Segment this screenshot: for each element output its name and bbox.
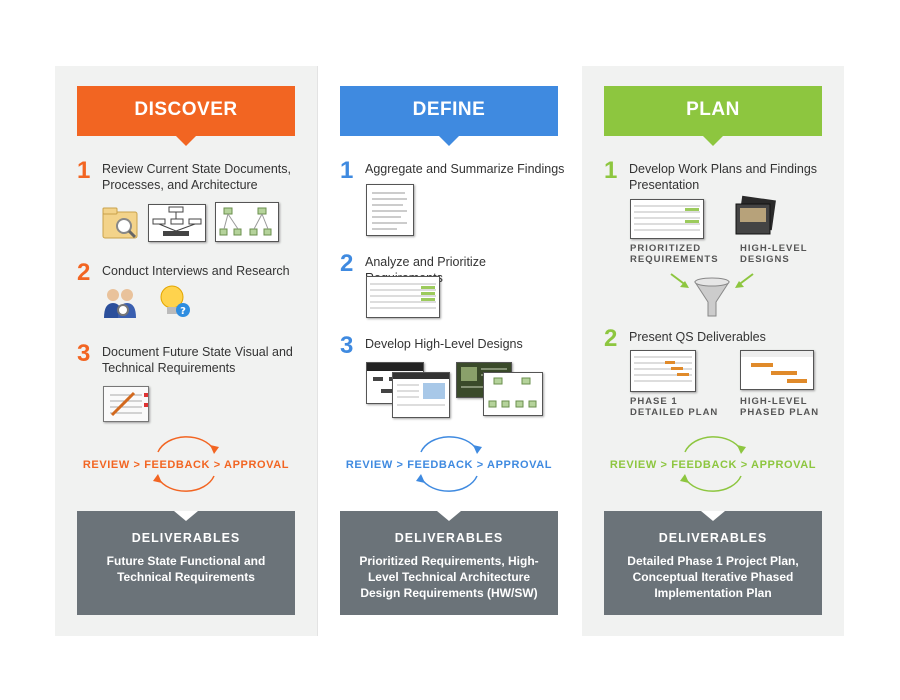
- discover-column: DISCOVER 1 Review Current State Document…: [55, 66, 317, 636]
- discover-banner: DISCOVER: [77, 86, 295, 146]
- prioritized-requirements-thumbnail: [630, 199, 704, 239]
- step-text: Document Future State Visual and Technic…: [102, 345, 293, 375]
- folder-search-icon: [102, 206, 140, 240]
- step-text: Conduct Interviews and Research: [102, 264, 290, 278]
- phased-plan-thumbnail: [740, 350, 814, 390]
- define-feedback-cycle: REVIEW > FEEDBACK > APPROVAL: [318, 428, 580, 500]
- cycle-label: REVIEW > FEEDBACK > APPROVAL: [82, 459, 290, 471]
- step-number: 2: [340, 250, 354, 277]
- step-number: 3: [340, 332, 354, 359]
- design-architecture-thumbnail: [483, 372, 543, 416]
- cycle-arrows-icon: [153, 436, 219, 492]
- findings-document-thumbnail: [366, 184, 414, 236]
- high-level-designs-icon: [734, 194, 778, 238]
- design-layout-thumbnail: [392, 372, 450, 418]
- high-level-designs-caption: HIGH-LEVEL DESIGNS: [740, 243, 808, 265]
- phase1-plan-caption: PHASE 1 DETAILED PLAN: [630, 396, 719, 418]
- step-number: 2: [604, 325, 618, 352]
- plan-banner: PLAN: [604, 86, 822, 146]
- deliverables-body: Detailed Phase 1 Project Plan, Conceptua…: [627, 554, 799, 600]
- architecture-thumbnail: [215, 202, 279, 242]
- define-deliverables: DELIVERABLES Prioritized Requirements, H…: [340, 511, 558, 615]
- phased-plan-caption: HIGH-LEVEL PHASED PLAN: [740, 396, 820, 418]
- define-banner: DEFINE: [340, 86, 558, 146]
- step-text: Review Current State Documents, Processe…: [102, 162, 291, 192]
- phase1-plan-thumbnail: [630, 350, 696, 392]
- step-number: 3: [77, 340, 91, 367]
- plan-feedback-cycle: REVIEW > FEEDBACK > APPROVAL: [582, 428, 844, 500]
- funnel-icon: [667, 270, 757, 322]
- step-text: Aggregate and Summarize Findings: [365, 162, 565, 176]
- cycle-arrows-icon: [416, 436, 482, 492]
- process-flow-thumbnail: [148, 204, 206, 242]
- cycle-label: REVIEW > FEEDBACK > APPROVAL: [609, 459, 817, 471]
- notebook-icon: [103, 386, 149, 422]
- step-number: 1: [604, 157, 618, 184]
- people-search-icon: [102, 286, 138, 320]
- step-number: 1: [77, 157, 91, 184]
- deliverables-heading: DELIVERABLES: [394, 531, 504, 545]
- prioritized-requirements-caption: PRIORITIZED REQUIREMENTS: [630, 243, 719, 265]
- define-column: DEFINE 1 Aggregate and Summarize Finding…: [317, 66, 583, 636]
- plan-column: PLAN 1 Develop Work Plans and Findings P…: [582, 66, 844, 636]
- step-number: 1: [340, 157, 354, 184]
- discover-deliverables: DELIVERABLES Future State Functional and…: [77, 511, 295, 615]
- discover-feedback-cycle: REVIEW > FEEDBACK > APPROVAL: [55, 428, 317, 500]
- step-number: 2: [77, 259, 91, 286]
- deliverables-body: Future State Functional and Technical Re…: [106, 554, 266, 584]
- cycle-arrows-icon: [680, 436, 746, 492]
- step-text: Develop Work Plans and Findings Presenta…: [629, 162, 818, 192]
- step-text: Develop High-Level Designs: [365, 337, 523, 351]
- cycle-label: REVIEW > FEEDBACK > APPROVAL: [345, 459, 553, 471]
- plan-deliverables: DELIVERABLES Detailed Phase 1 Project Pl…: [604, 511, 822, 615]
- svg-text:?: ?: [180, 306, 186, 317]
- deliverables-heading: DELIVERABLES: [131, 531, 241, 545]
- step-text: Present QS Deliverables: [629, 330, 766, 344]
- lightbulb-question-icon: ?: [158, 284, 192, 320]
- deliverables-heading: DELIVERABLES: [658, 531, 768, 545]
- deliverables-body: Prioritized Requirements, High-Level Tec…: [359, 554, 539, 600]
- requirements-table-thumbnail: [366, 276, 440, 318]
